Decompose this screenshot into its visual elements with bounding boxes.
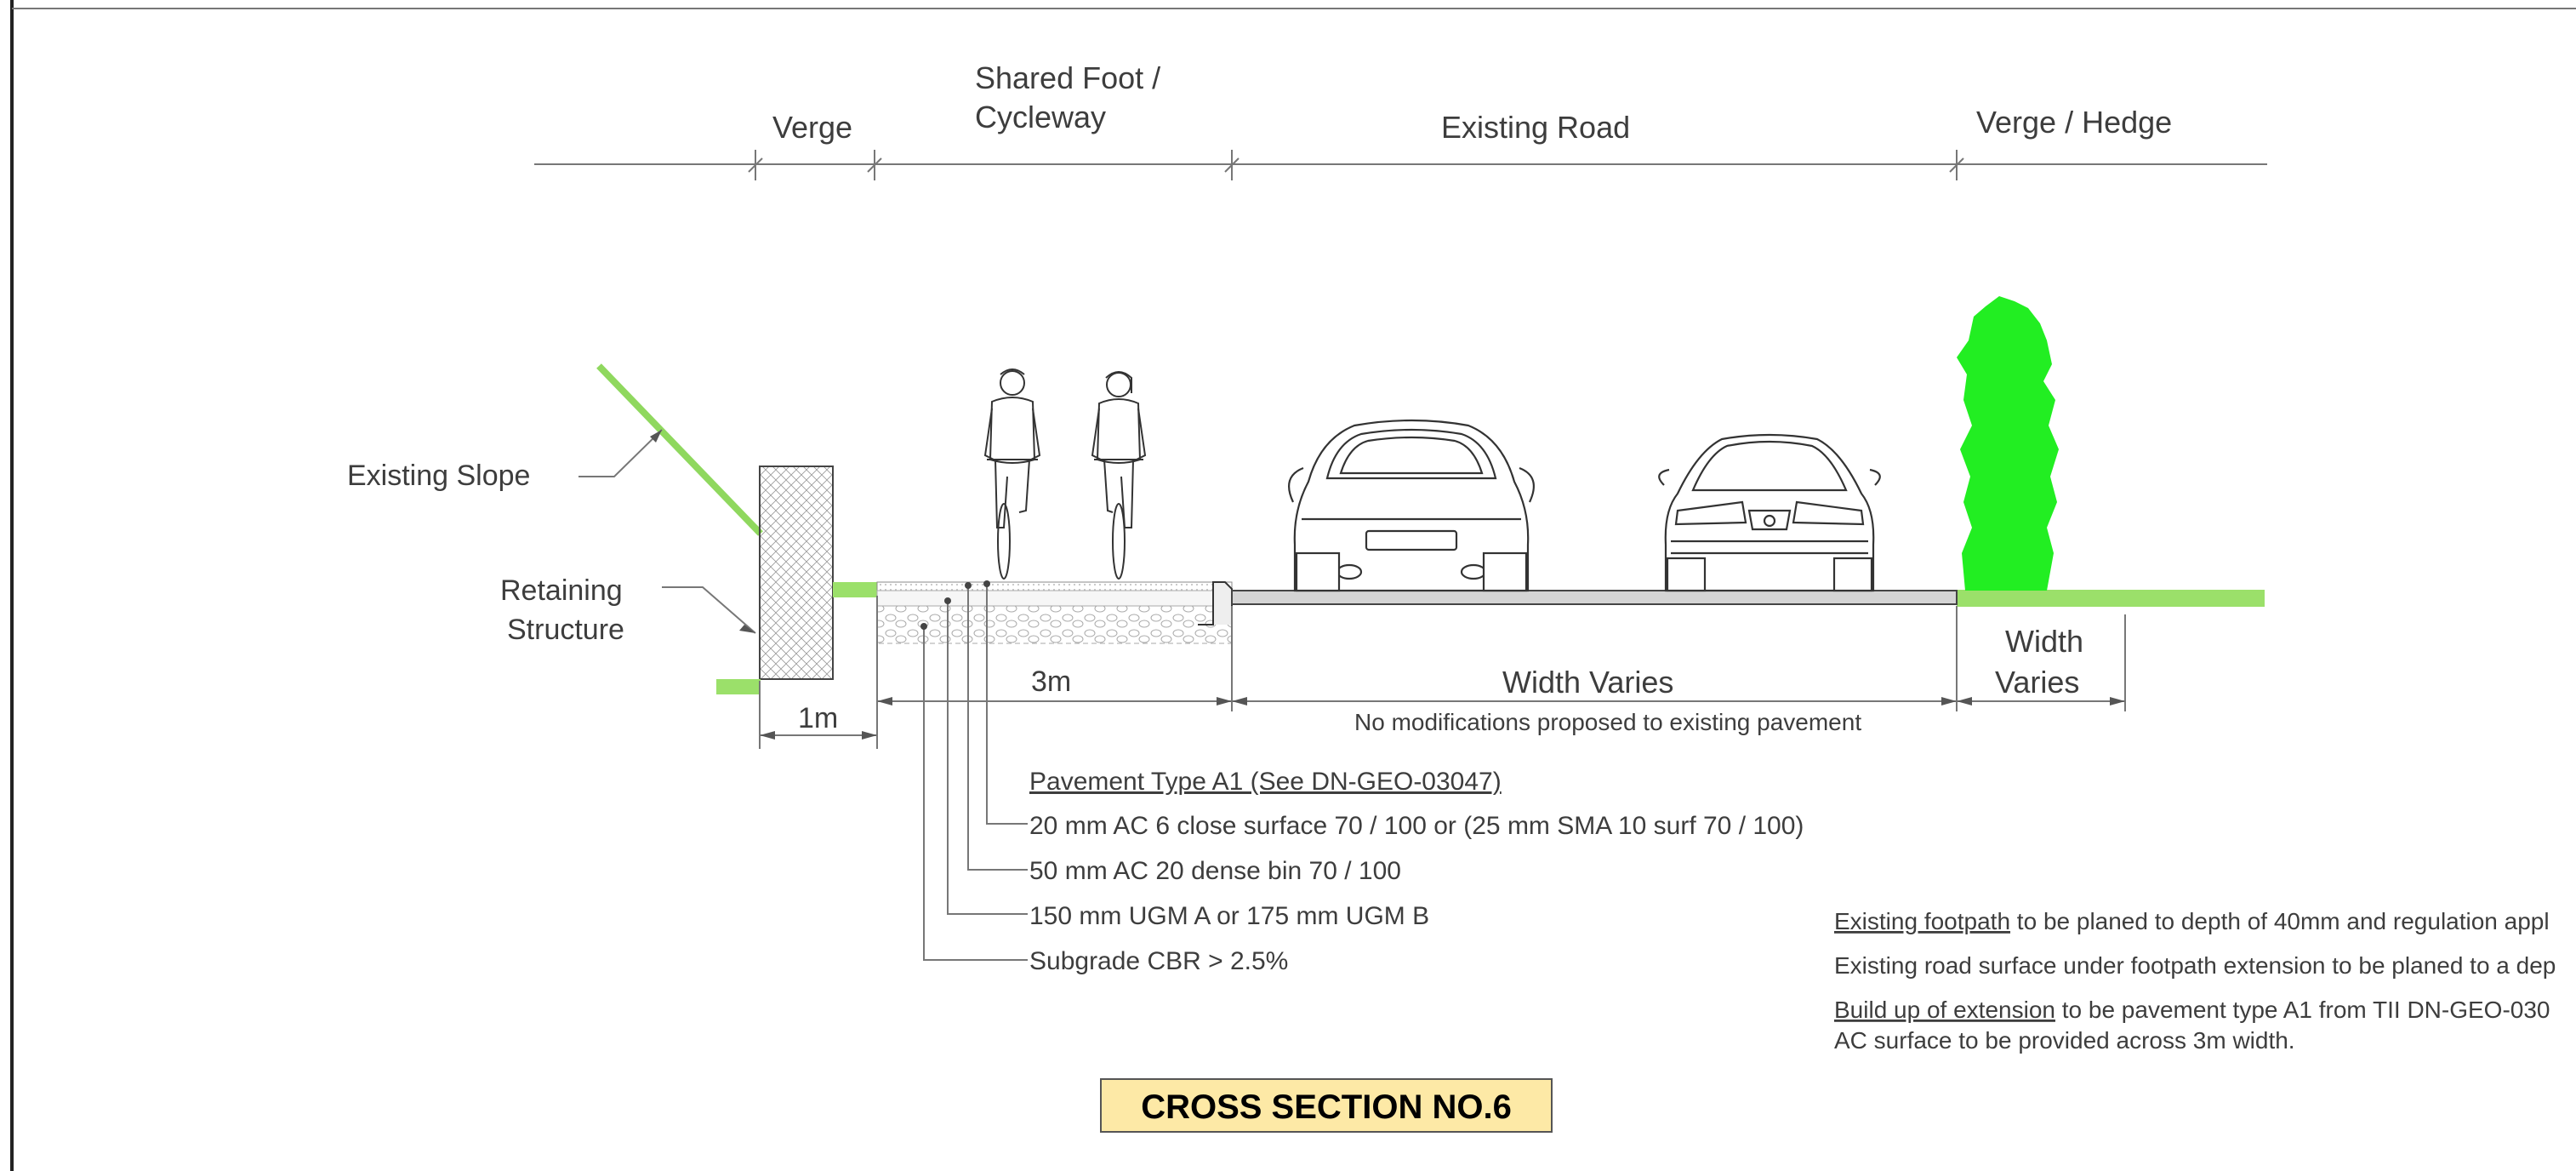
note-3: Build up of extension to be pavement typ…	[1834, 997, 2550, 1023]
cyclist-2	[1091, 371, 1147, 580]
label-existing-slope: Existing Slope	[347, 460, 530, 492]
existing-slope-arrow	[650, 430, 662, 443]
dimension-3m	[877, 606, 1233, 711]
pavement-leader-dots	[920, 580, 990, 630]
pavement-layer-2: 50 mm AC 20 dense bin 70 / 100	[1029, 857, 1401, 885]
title-box	[1100, 1078, 1553, 1133]
hedge	[1957, 296, 2059, 591]
pavement-layer-3: 150 mm UGM A or 175 mm UGM B	[1029, 902, 1429, 930]
dimension-road	[1232, 606, 1958, 711]
dimension-1m-label: 1m	[798, 702, 838, 734]
cycleway-buildup	[876, 581, 1233, 644]
pavement-title: Pavement Type A1 (See DN-GEO-03047)	[1029, 768, 1502, 796]
retaining-arrow	[739, 625, 755, 633]
dimension-road-note: No modifications proposed to existing pa…	[1354, 709, 1861, 735]
note-1: Existing footpath to be planed to depth …	[1834, 908, 2550, 934]
grass-hedge-verge	[1957, 590, 2265, 607]
grass-verge	[833, 582, 877, 597]
existing-road-surface	[1231, 590, 1958, 605]
top-dimension-line	[534, 150, 2267, 180]
cyclist-1	[983, 368, 1041, 580]
note-2: Existing road surface under footpath ext…	[1834, 952, 2556, 979]
pavement-layer-4: Subgrade CBR > 2.5%	[1029, 947, 1288, 975]
pavement-leaders	[923, 584, 1028, 961]
car-front-view	[1658, 433, 1881, 592]
existing-slope-leader	[578, 429, 663, 477]
existing-slope	[596, 363, 763, 536]
dimension-hedge-label-2: Varies	[1995, 665, 2079, 700]
label-shared-line1: Shared Foot /	[975, 60, 1160, 95]
pavement-layer-1: 20 mm AC 6 close surface 70 / 100 or (25…	[1029, 812, 1804, 840]
title-text: CROSS SECTION NO.6	[1141, 1088, 1512, 1126]
label-existing-road: Existing Road	[1441, 110, 1630, 145]
label-shared-line2: Cycleway	[975, 100, 1106, 134]
retaining-structure	[759, 466, 834, 680]
label-verge: Verge	[772, 110, 852, 145]
dimension-3m-label: 3m	[1031, 665, 1071, 698]
dimension-hedge-label-1: Width	[2005, 624, 2083, 659]
grass-low-left	[716, 679, 761, 694]
retaining-leader	[662, 586, 756, 634]
label-retaining-line2: Structure	[507, 614, 624, 646]
label-verge-hedge: Verge / Hedge	[1976, 105, 2172, 140]
note-4: AC surface to be provided across 3m widt…	[1834, 1027, 2295, 1054]
label-retaining-line1: Retaining	[500, 574, 623, 607]
car-rear-view	[1288, 419, 1535, 592]
dimension-road-label: Width Varies	[1502, 665, 1673, 700]
dimension-1m	[759, 596, 878, 749]
dimension-hedge	[1957, 614, 2126, 711]
